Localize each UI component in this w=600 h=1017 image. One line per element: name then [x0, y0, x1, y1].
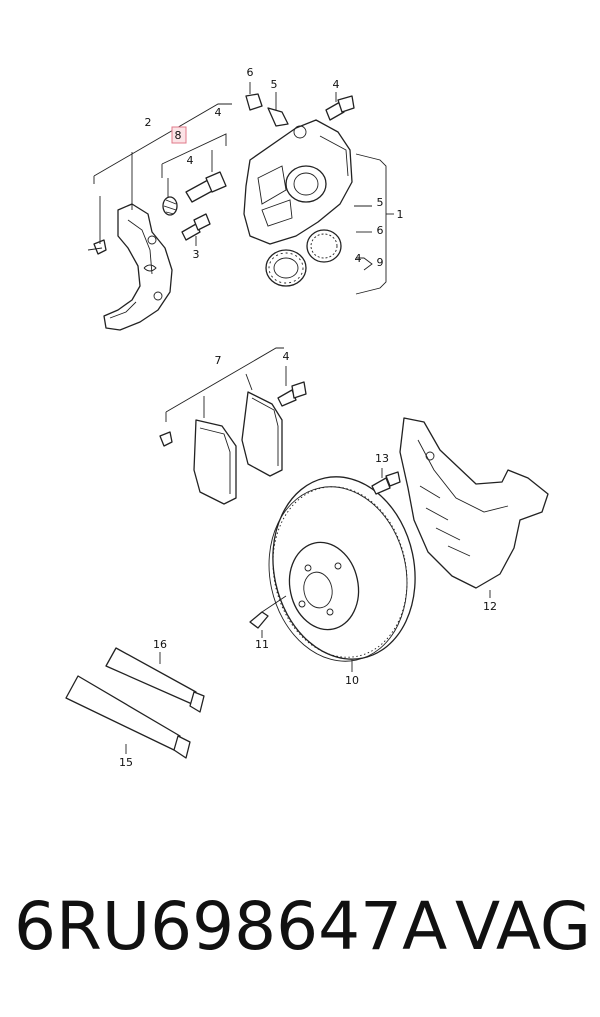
- callout-15: 15: [119, 756, 133, 769]
- callout-6-a: 6: [247, 66, 254, 79]
- disc-screw: [249, 595, 287, 629]
- grease-tube-15: [65, 675, 191, 759]
- caliper-bracket: [103, 203, 173, 331]
- callout-1: 1: [397, 208, 404, 221]
- guide-bush: [162, 196, 178, 216]
- brake-disc: [268, 476, 416, 662]
- retaining-clip-upper: [87, 239, 107, 255]
- callout-16: 16: [153, 638, 167, 651]
- piston-seal-rings: [265, 229, 342, 287]
- guide-bolt: [185, 171, 227, 203]
- splash-guard: [399, 417, 549, 589]
- retaining-clip-lower: [159, 431, 173, 447]
- callout-8: 8: [175, 129, 182, 142]
- callout-4-b: 4: [187, 154, 194, 167]
- brand-name: VAG: [455, 888, 592, 965]
- pad-bolt: [277, 381, 307, 407]
- callout-3: 3: [193, 248, 200, 261]
- callout-4-a: 4: [215, 106, 222, 119]
- callout-labels: 8 2 4 4 3 6 5 4 5 1 6 4 9 7 4 13 12 11 1…: [119, 66, 497, 769]
- dust-cap: [245, 93, 263, 111]
- callout-4-c: 4: [333, 78, 340, 91]
- callout-4-d: 4: [355, 252, 362, 265]
- callout-2: 2: [145, 116, 152, 129]
- part-number: 6RU698647A: [14, 888, 448, 965]
- callout-4-e: 4: [283, 350, 290, 363]
- callout-9: 9: [377, 256, 384, 269]
- callout-5-b: 5: [377, 196, 384, 209]
- bracket-bolt: [181, 213, 211, 241]
- splash-guard-bolt: [371, 471, 401, 495]
- callout-13: 13: [375, 452, 389, 465]
- caliper-housing: [243, 119, 353, 245]
- exploded-parts-diagram: 8 2 4 4 3 6 5 4 5 1 6 4 9 7 4 13 12 11 1…: [65, 66, 549, 769]
- bleed-screw: [267, 107, 289, 127]
- callout-11: 11: [255, 638, 269, 651]
- callout-10: 10: [345, 674, 359, 687]
- callout-12: 12: [483, 600, 497, 613]
- highlight-box: [171, 126, 187, 144]
- callout-7: 7: [215, 354, 222, 367]
- grease-tube-16: [105, 647, 205, 713]
- callout-6-b: 6: [377, 224, 384, 237]
- brake-pads: [193, 391, 283, 505]
- callout-5-a: 5: [271, 78, 278, 91]
- leader-lines: [93, 82, 491, 754]
- housing-bolt: [325, 95, 355, 121]
